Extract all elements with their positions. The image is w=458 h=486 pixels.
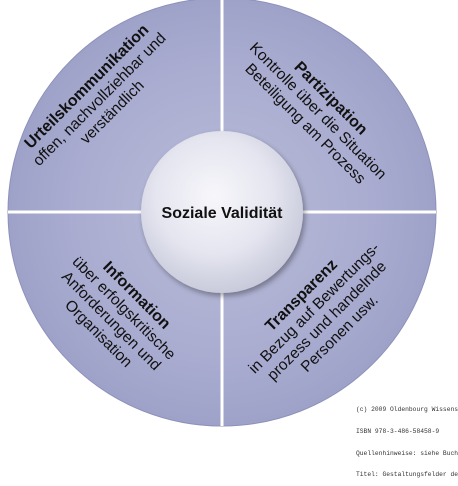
copyright-line: Quellenhinweise: siehe Buch [356, 449, 458, 457]
copyright-line: Titel: Gestaltungsfelder de [356, 471, 458, 479]
copyright-line: (c) 2009 Oldenbourg Wissens [356, 406, 458, 414]
center-circle [141, 131, 303, 293]
copyright-notice: (c) 2009 Oldenbourg Wissens ISBN 978-3-4… [356, 392, 458, 486]
social-validity-diagram: Soziale Validität Urteilskommunikation o… [7, 0, 437, 427]
copyright-line: ISBN 978-3-486-58458-9 [356, 428, 440, 436]
center-title: Soziale Validität [162, 205, 284, 222]
